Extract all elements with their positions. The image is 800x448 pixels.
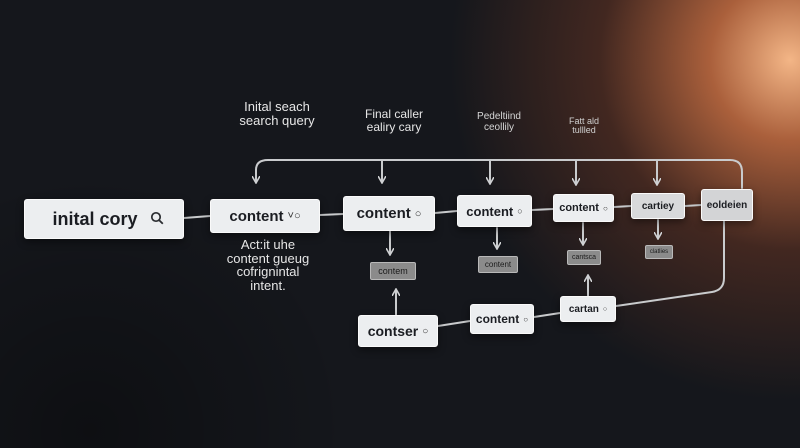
label-final-caller: Final caller ealiry cary xyxy=(352,108,436,133)
node-5[interactable]: cartiey xyxy=(631,193,685,219)
content-node-4-label: content xyxy=(559,202,599,214)
tag-1[interactable]: contem xyxy=(370,262,416,280)
circle-icon: ○ xyxy=(602,305,608,313)
note-intent-line-1: Act:it uhe xyxy=(240,237,296,252)
link-query-to-content1 xyxy=(183,215,211,219)
tag-4-label: clatlies xyxy=(649,249,669,255)
content-node-bottom-label: content xyxy=(475,312,520,326)
chevron-o-icon: ˅○ xyxy=(287,210,301,222)
content-node-bottom[interactable]: content ○ xyxy=(470,304,534,334)
cartan-node-label: cartan xyxy=(568,303,599,315)
bottom-loop xyxy=(437,217,725,327)
tag-2[interactable]: content xyxy=(478,256,518,273)
link-content3-to-content4 xyxy=(531,208,554,211)
label-pedeltiind-line-1: Pedeltiind xyxy=(477,111,521,122)
label-initial-search: Inital seach search query xyxy=(232,100,322,127)
circle-icon: ○ xyxy=(414,207,422,220)
note-intent-line-4: intent. xyxy=(250,277,286,293)
feedback-loop-top xyxy=(256,159,743,189)
circle-icon: ○ xyxy=(523,314,529,324)
link-content2-to-content3 xyxy=(434,210,458,214)
link-node5-to-node6 xyxy=(684,204,702,207)
note-intent: Act:it uhe content gueug cofrignintal in… xyxy=(208,238,328,293)
content-node-1[interactable]: content ˅○ xyxy=(210,199,320,233)
content-node-1-label: content xyxy=(229,207,284,225)
node-6-label: eoldeien xyxy=(706,199,748,211)
note-intent-line-2: content gueug xyxy=(226,250,310,266)
initial-query-label: inital cory xyxy=(52,208,138,229)
initial-query-node[interactable]: inital cory xyxy=(24,199,184,239)
cartan-node[interactable]: cartan ○ xyxy=(560,296,616,322)
circle-icon: ○ xyxy=(422,325,429,337)
node-5-label: cartiey xyxy=(641,200,675,212)
contser-node-label: contser xyxy=(367,323,419,339)
label-final-caller-line-1: Final caller xyxy=(364,107,424,121)
content-node-3[interactable]: content ○ xyxy=(457,195,532,227)
content-node-2[interactable]: content ○ xyxy=(343,196,435,231)
label-initial-search-line-1: Inital seach xyxy=(244,99,310,114)
label-fatt-ald-line-2: tullled xyxy=(572,125,596,136)
link-content1-to-content2 xyxy=(319,213,344,216)
label-fatt-ald: Fatt ald tullled xyxy=(556,116,612,136)
label-fatt-ald-line-1: Fatt ald xyxy=(568,116,599,126)
tag-3-label: cantsca xyxy=(571,254,597,261)
content-node-2-label: content xyxy=(356,205,411,222)
contser-node[interactable]: contser ○ xyxy=(358,315,438,347)
label-pedeltiind: Pedeltiind ceollily xyxy=(466,111,532,133)
search-icon xyxy=(150,209,164,230)
tag-4[interactable]: clatlies xyxy=(645,245,673,259)
note-intent-line-3: cofrignintal xyxy=(236,264,300,280)
circle-icon: ○ xyxy=(602,203,608,213)
node-6[interactable]: eoldeien xyxy=(701,189,753,221)
content-node-3-label: content xyxy=(466,203,514,219)
label-pedeltiind-line-2: ceollily xyxy=(483,121,514,133)
label-final-caller-line-2: ealiry cary xyxy=(366,119,422,134)
label-initial-search-line-2: search query xyxy=(239,112,315,128)
link-content4-to-node5 xyxy=(613,205,632,208)
circle-icon: ○ xyxy=(517,206,523,216)
tag-1-label: contem xyxy=(378,266,408,276)
tag-3[interactable]: cantsca xyxy=(567,250,601,265)
tag-2-label: content xyxy=(484,260,512,269)
content-node-4[interactable]: content ○ xyxy=(553,194,614,222)
